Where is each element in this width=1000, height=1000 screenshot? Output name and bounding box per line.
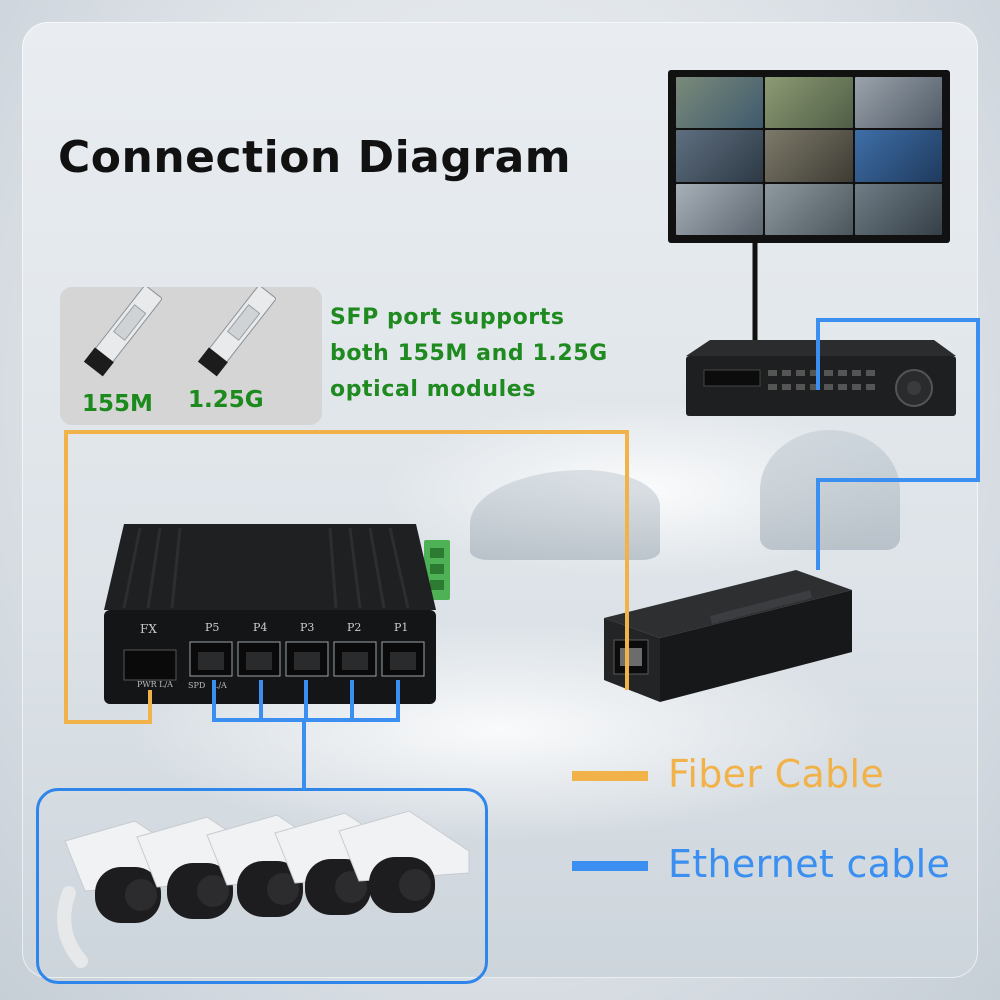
video-tile bbox=[765, 77, 853, 129]
video-tile bbox=[765, 183, 853, 235]
sfp-description-line: both 155M and 1.25G bbox=[330, 341, 608, 366]
fiber-led-label: PWR L/A bbox=[137, 680, 173, 689]
legend-swatch-ethernet bbox=[572, 861, 648, 871]
video-tile bbox=[676, 183, 764, 235]
port-label: P1 bbox=[394, 621, 409, 634]
monitor-icon bbox=[668, 70, 950, 243]
monitor-screen bbox=[676, 77, 942, 235]
port-label: P2 bbox=[347, 621, 362, 634]
legend-label-ethernet: Ethernet cable bbox=[668, 842, 951, 886]
sfp-description-line: optical modules bbox=[330, 377, 537, 402]
sfp-module-label: 155M bbox=[82, 391, 153, 417]
sfp-description-line: SFP port supports bbox=[330, 305, 565, 330]
video-tile bbox=[854, 77, 942, 129]
legend-swatch-fiber bbox=[572, 771, 648, 781]
media-converter-icon bbox=[604, 570, 852, 702]
port-label: P3 bbox=[300, 621, 315, 634]
bullet-camera-icon bbox=[57, 810, 470, 968]
industrial-switch-icon bbox=[104, 524, 450, 704]
fiber-cable bbox=[64, 430, 629, 724]
video-tile bbox=[676, 130, 764, 182]
sfp-module-label: 1.25G bbox=[188, 387, 264, 413]
backdrop-iceberg bbox=[760, 430, 900, 550]
video-tile bbox=[854, 183, 942, 235]
fiber-port-label: FX bbox=[140, 622, 157, 636]
port-label: P5 bbox=[205, 621, 220, 634]
sfp-description: SFP port supports both 155M and 1.25G op… bbox=[330, 300, 608, 408]
led-label: L/A bbox=[213, 681, 227, 690]
ethernet-cable bbox=[816, 318, 980, 570]
port-label: P4 bbox=[253, 621, 268, 634]
video-tile bbox=[854, 130, 942, 182]
video-tile bbox=[765, 130, 853, 182]
dvr-icon bbox=[686, 340, 956, 416]
sfp-modules-panel: 155M 1.25G bbox=[60, 287, 322, 425]
sfp-module-icon bbox=[83, 287, 277, 377]
led-label: SPD bbox=[188, 681, 206, 690]
page-title: Connection Diagram bbox=[58, 132, 572, 183]
legend-label-fiber: Fiber Cable bbox=[668, 752, 885, 796]
cameras-panel bbox=[36, 788, 488, 984]
video-tile bbox=[676, 77, 764, 129]
